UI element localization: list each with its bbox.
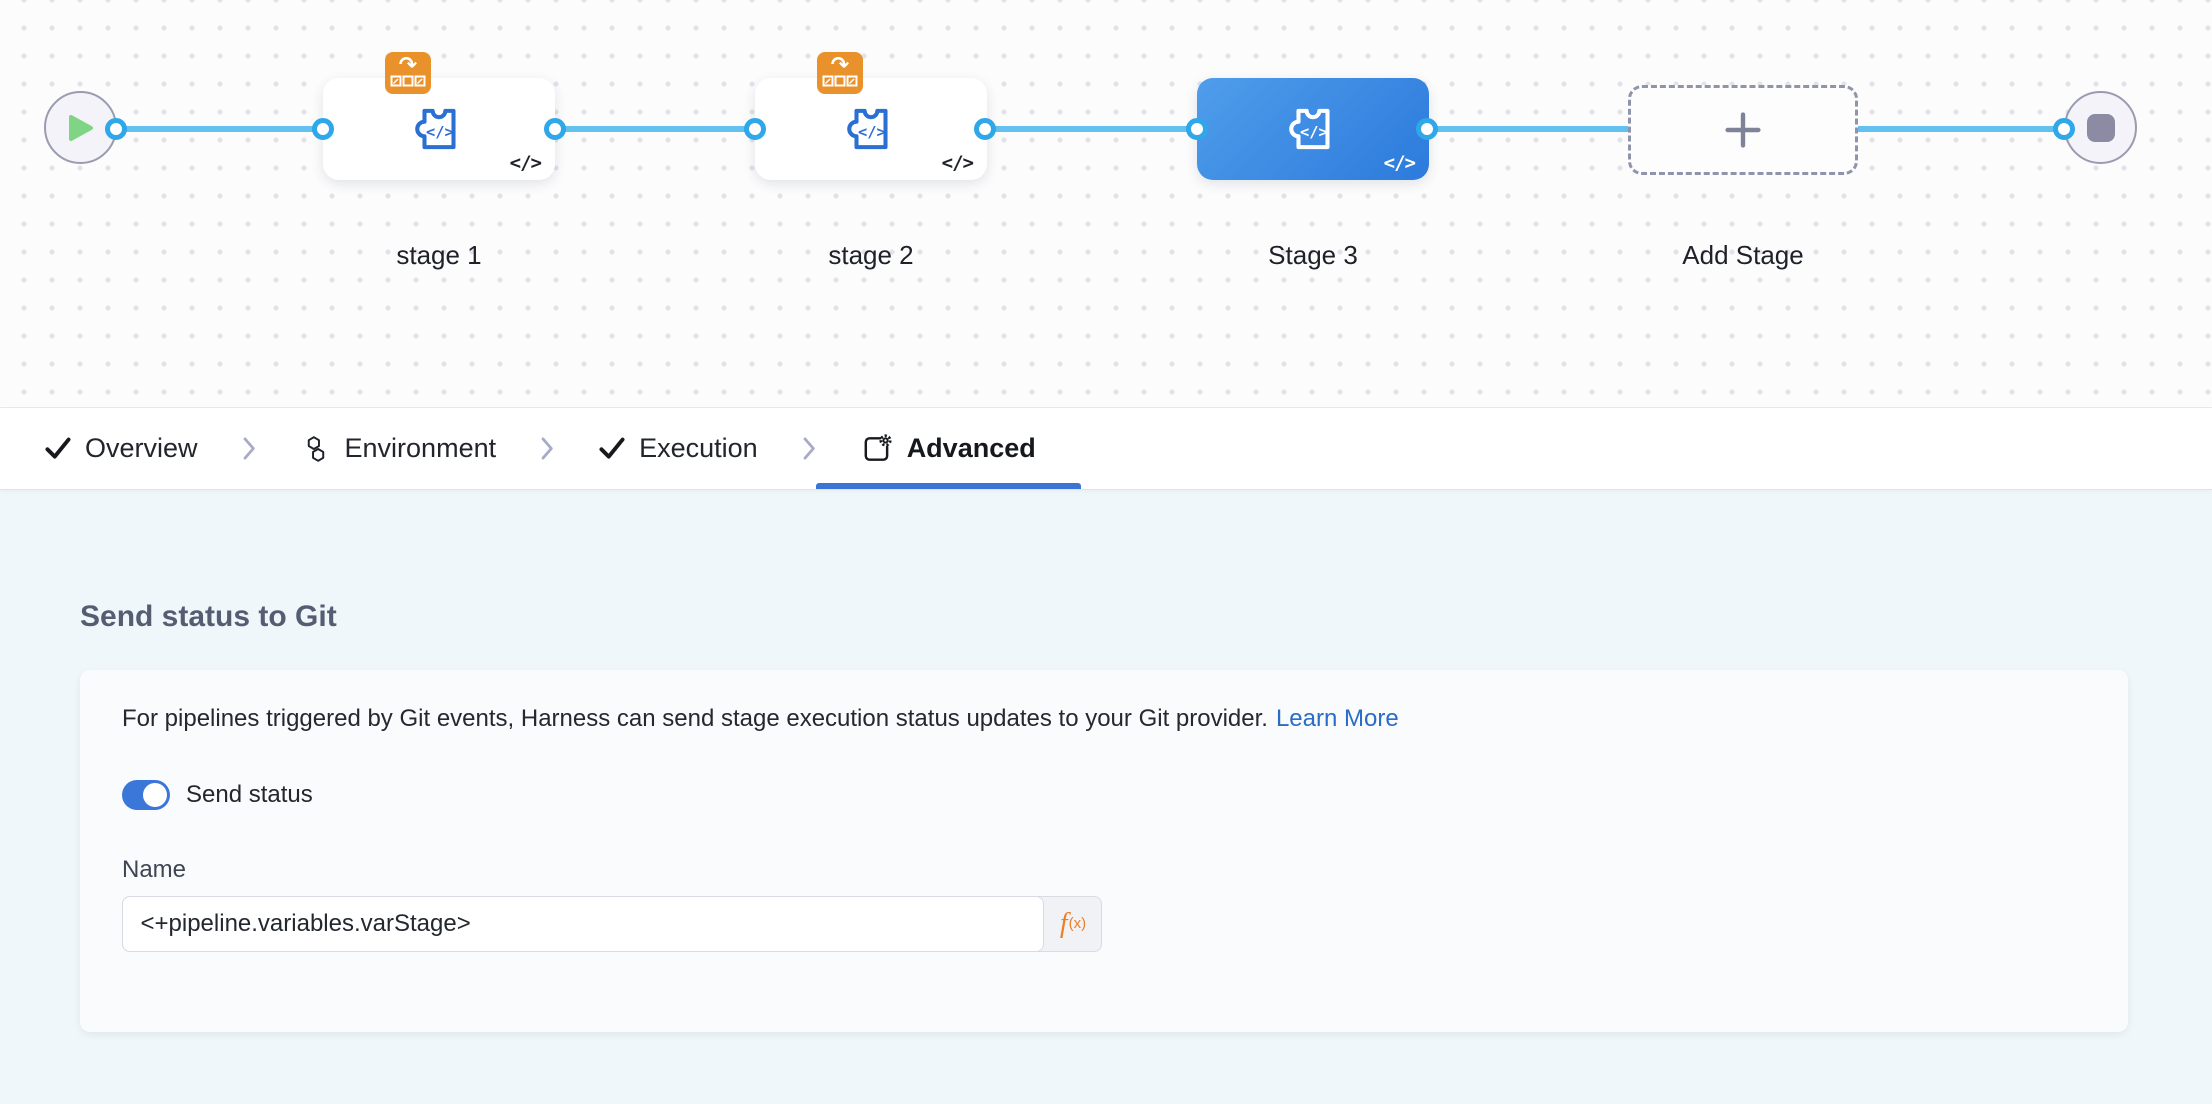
check-icon [45,437,71,459]
chevron-right-icon [243,408,256,489]
connector-port [312,118,334,140]
yaml-code-icon: </> [509,152,542,174]
name-input-group: f(x) [121,895,1102,952]
rolling-deployment-badge-icon: ↷ [385,52,431,94]
connector-port [744,118,766,140]
custom-stage-icon: </> [847,108,888,150]
description-text: For pipelines triggered by Git events, H… [122,705,1268,732]
tab-label: Overview [85,433,198,463]
tab-overview[interactable]: Overview [0,408,243,489]
stage-label: stage 1 [396,240,482,270]
pipeline-connector-line [80,126,2100,132]
pipeline-end-node [2064,91,2137,164]
add-stage-button[interactable] [1628,85,1858,175]
fx-icon: f [1059,907,1068,939]
stage-tabs-bar: Overview Environment Execution [0,408,2212,490]
tab-execution[interactable]: Execution [554,408,803,489]
svg-text:</>: </> [858,123,886,141]
connector-port [2053,118,2075,140]
svg-text:↷: ↷ [831,53,850,78]
send-status-toggle[interactable] [122,780,170,810]
environment-hexagons-icon [307,435,324,462]
stop-icon [2086,113,2115,142]
learn-more-link[interactable]: Learn More [1275,705,1399,732]
stage-node-stage-3-selected[interactable]: </> </> [1197,78,1429,180]
send-status-description: For pipelines triggered by Git events, H… [122,704,2086,734]
tab-label: Environment [344,433,497,463]
play-icon [68,114,93,141]
stage-label: Stage 3 [1268,240,1358,270]
plus-icon [1725,112,1761,148]
tab-environment[interactable]: Environment [256,408,542,489]
rolling-deployment-badge-icon: ↷ [817,52,863,94]
chevron-right-icon [541,408,554,489]
svg-text:</>: </> [1300,123,1328,141]
send-status-card: For pipelines triggered by Git events, H… [80,670,2128,1032]
custom-stage-icon: </> [1289,108,1330,150]
send-status-toggle-row: Send status [122,780,2086,810]
advanced-settings-icon [864,433,892,461]
stage-node-stage-1[interactable]: ↷ </> </> [323,52,555,180]
connector-port [1186,118,1208,140]
toggle-label: Send status [186,781,313,808]
pipeline-canvas[interactable]: ↷ </> </> ↷ [0,0,2212,408]
svg-text:↷: ↷ [399,53,418,78]
svg-text:</>: </> [426,123,454,141]
section-title: Send status to Git [80,600,337,633]
yaml-code-icon: </> [1383,152,1416,174]
add-stage-label: Add Stage [1682,240,1804,270]
stage-node-stage-2[interactable]: ↷ </> </> [755,52,987,180]
tab-label: Execution [639,433,758,463]
connector-port [1416,118,1438,140]
expression-fx-button[interactable]: f(x) [1045,897,1101,950]
tab-label: Advanced [906,433,1036,463]
check-icon [599,437,625,459]
connector-port [544,118,566,140]
toggle-knob [143,783,167,807]
chevron-right-icon [803,408,816,489]
name-field-label: Name [122,856,187,883]
connector-port [105,118,127,140]
pipeline-start-node [44,91,117,164]
stage-label: stage 2 [828,240,914,270]
name-input[interactable] [121,895,1044,952]
custom-stage-icon: </> [415,108,456,150]
yaml-code-icon: </> [941,152,974,174]
tab-advanced[interactable]: Advanced [815,408,1081,489]
advanced-tab-content: Send status to Git For pipelines trigger… [0,490,2212,1104]
connector-port [974,118,996,140]
